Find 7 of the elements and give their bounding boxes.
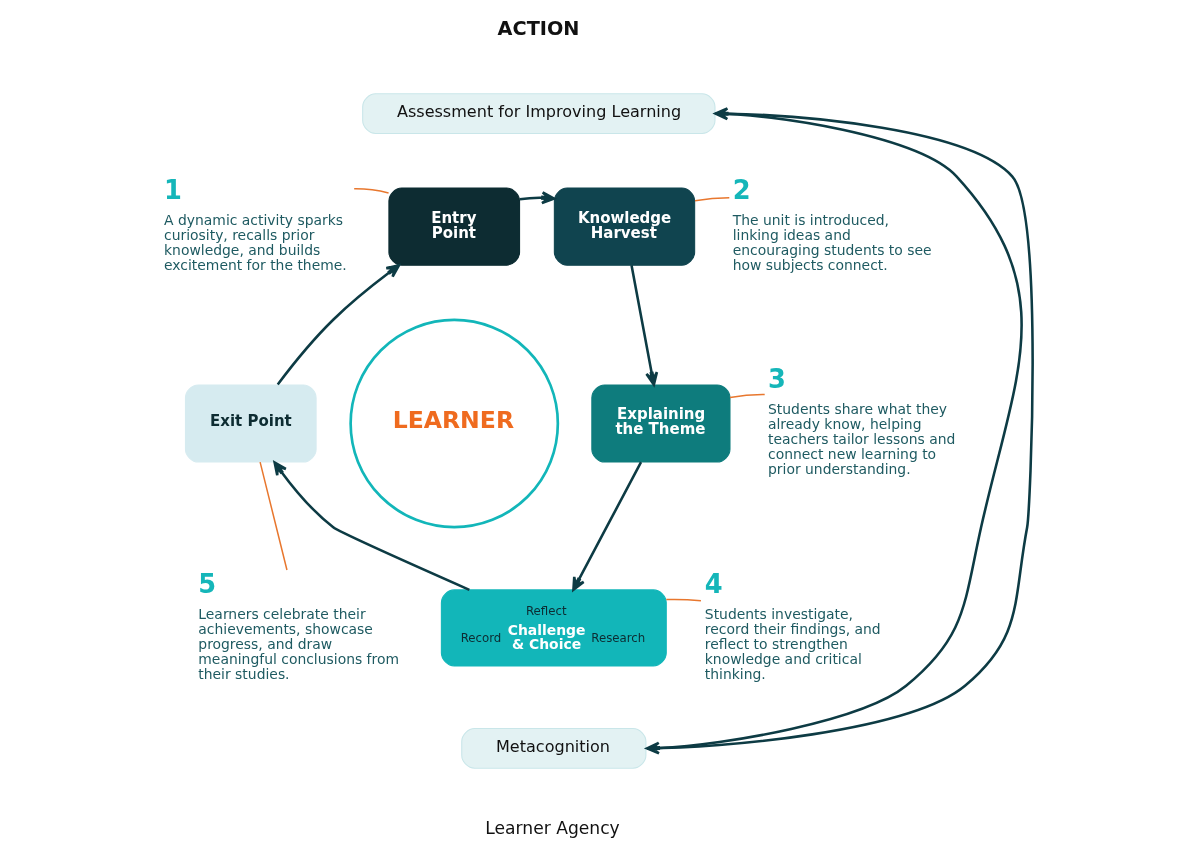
node-text: 3 Students share what they already know, helping teachers tailor lessons and connect new learning to prior understanding. (768, 364, 956, 478)
node-text: 4 Students investigate, record their findings, and reflect to strengthen knowledge and critical thinking. (704, 568, 881, 682)
label: Learner Agency (485, 818, 620, 839)
node-text: 2 The unit is introduced, linking ideas and encouraging students to see how subjects connect. (732, 174, 932, 273)
node-text: 1 A dynamic activity sparks curiosity, recalls prior knowledge, and builds excitement for the theme. (164, 174, 347, 273)
label: ACTION (497, 17, 580, 41)
node-text: 5 Learners celebrate their achievements, showcase progress, and draw meaningful conclusions from their studies. (198, 568, 399, 682)
